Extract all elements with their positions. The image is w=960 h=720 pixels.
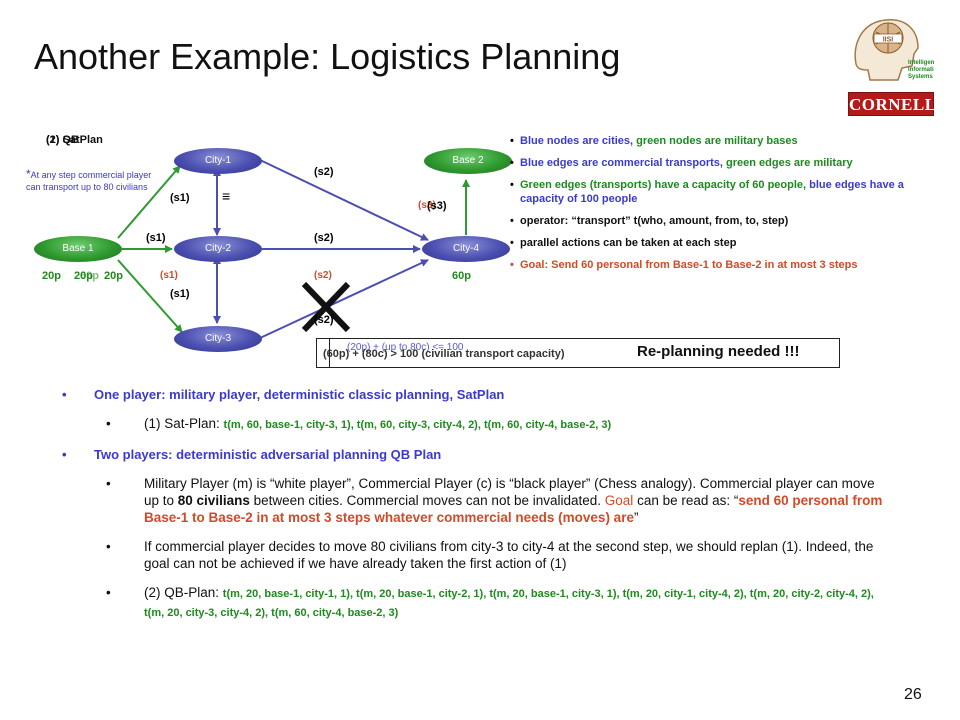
edge-label-c4-b2: (s3) <box>427 200 447 212</box>
edge-label-c2-c4: (s2) <box>314 232 334 244</box>
bullet-capacity: Green edges (transports) have a capacity… <box>508 178 908 206</box>
logistics-diagram: (2) QB (1) SatPlan City-1 Base 1 City-2 … <box>0 120 520 380</box>
bullet-nodes: Blue nodes are cities, green nodes are m… <box>508 134 908 148</box>
point-players-desc: Military Player (m) is “white player”, C… <box>106 475 892 526</box>
edge-label-b1-c3: (s1) <box>170 288 190 300</box>
capacity-box-divider <box>329 339 330 367</box>
bullet-operator: operator: “transport” t(who, amount, fro… <box>508 214 908 228</box>
page-number: 26 <box>904 686 922 703</box>
node-base-2: Base 2 <box>424 148 512 174</box>
people-base1-b: 20p <box>74 270 93 282</box>
point-one-player: One player: military player, determinist… <box>62 386 892 403</box>
commercial-note: *At any step commercial player can trans… <box>26 168 154 193</box>
people-base1-c: 20p <box>104 270 123 282</box>
svg-text:Intelligent: Intelligent <box>908 60 934 66</box>
capacity-ghost-text: (20p) + (up to 80c) <= 100 <box>347 342 464 353</box>
diagram-edges <box>117 159 470 339</box>
svg-text:Information: Information <box>908 67 934 73</box>
capacity-box: (20p) + (up to 80c) <= 100 (60p) + (80c)… <box>316 338 840 368</box>
institute-logo: IISI Intelligent Information Systems Ins… <box>848 14 958 88</box>
edge-base1-city1 <box>117 165 181 239</box>
legend-bullets: Blue nodes are cities, green nodes are m… <box>508 134 908 280</box>
edge-city3-city4 <box>259 259 429 339</box>
bullet-edges: Blue edges are commercial transports, gr… <box>508 156 908 170</box>
edge-label-c3-c4: (s2) <box>314 314 334 326</box>
svg-text:IISI: IISI <box>883 37 894 44</box>
people-base1-d: 60p <box>80 270 99 282</box>
edge-base1-city3 <box>117 259 183 333</box>
equiv-symbol: ≡ <box>222 188 231 204</box>
node-city-3: City-3 <box>174 326 262 352</box>
edge-label-c1-c4: (s2) <box>314 166 334 178</box>
capacity-text: (60p) + (80c) > 100 (civilian transport … <box>323 348 565 360</box>
node-city-1: City-1 <box>174 148 262 174</box>
people-city4: 60p <box>452 270 471 282</box>
replanning-label: Re-planning needed !!! <box>637 343 800 360</box>
note-star: * <box>26 167 31 181</box>
node-city-4: City-4 <box>422 236 510 262</box>
point-replan: If commercial player decides to move 80 … <box>106 538 892 572</box>
point-satplan: (1) Sat-Plan: t(m, 60, base-1, city-3, 1… <box>106 415 892 434</box>
header-overlap-label: (2) QB <box>46 134 79 146</box>
node-city-2: City-2 <box>174 236 262 262</box>
edge-label-c3-red: (s1) <box>160 270 178 281</box>
page-title: Another Example: Logistics Planning <box>34 36 621 77</box>
edge-label-c4-b2-red: (s3) <box>418 200 436 211</box>
note-text: At any step commercial player can transp… <box>26 170 152 192</box>
svg-text:Systems Institute: Systems Institute <box>908 74 934 80</box>
node-base-1: Base 1 <box>34 236 122 262</box>
edge-label-b1-c2: (s1) <box>146 232 166 244</box>
header-label: (1) SatPlan <box>46 134 103 146</box>
edge-label-b1-c1: (s1) <box>170 192 190 204</box>
edge-label-c3-c4-red: (s2) <box>314 270 332 281</box>
bullet-parallel: parallel actions can be taken at each st… <box>508 236 908 250</box>
cornell-logo: CORNELL <box>848 92 936 116</box>
point-two-players: Two players: deterministic adversarial p… <box>62 446 892 463</box>
people-base1-a: 20p <box>42 270 61 282</box>
edge-city1-city4 <box>259 159 429 241</box>
body-text: One player: military player, determinist… <box>62 386 892 634</box>
bullet-goal: Goal: Send 60 personal from Base-1 to Ba… <box>508 258 908 272</box>
point-qbplan: (2) QB-Plan: t(m, 20, base-1, city-1, 1)… <box>106 584 892 622</box>
